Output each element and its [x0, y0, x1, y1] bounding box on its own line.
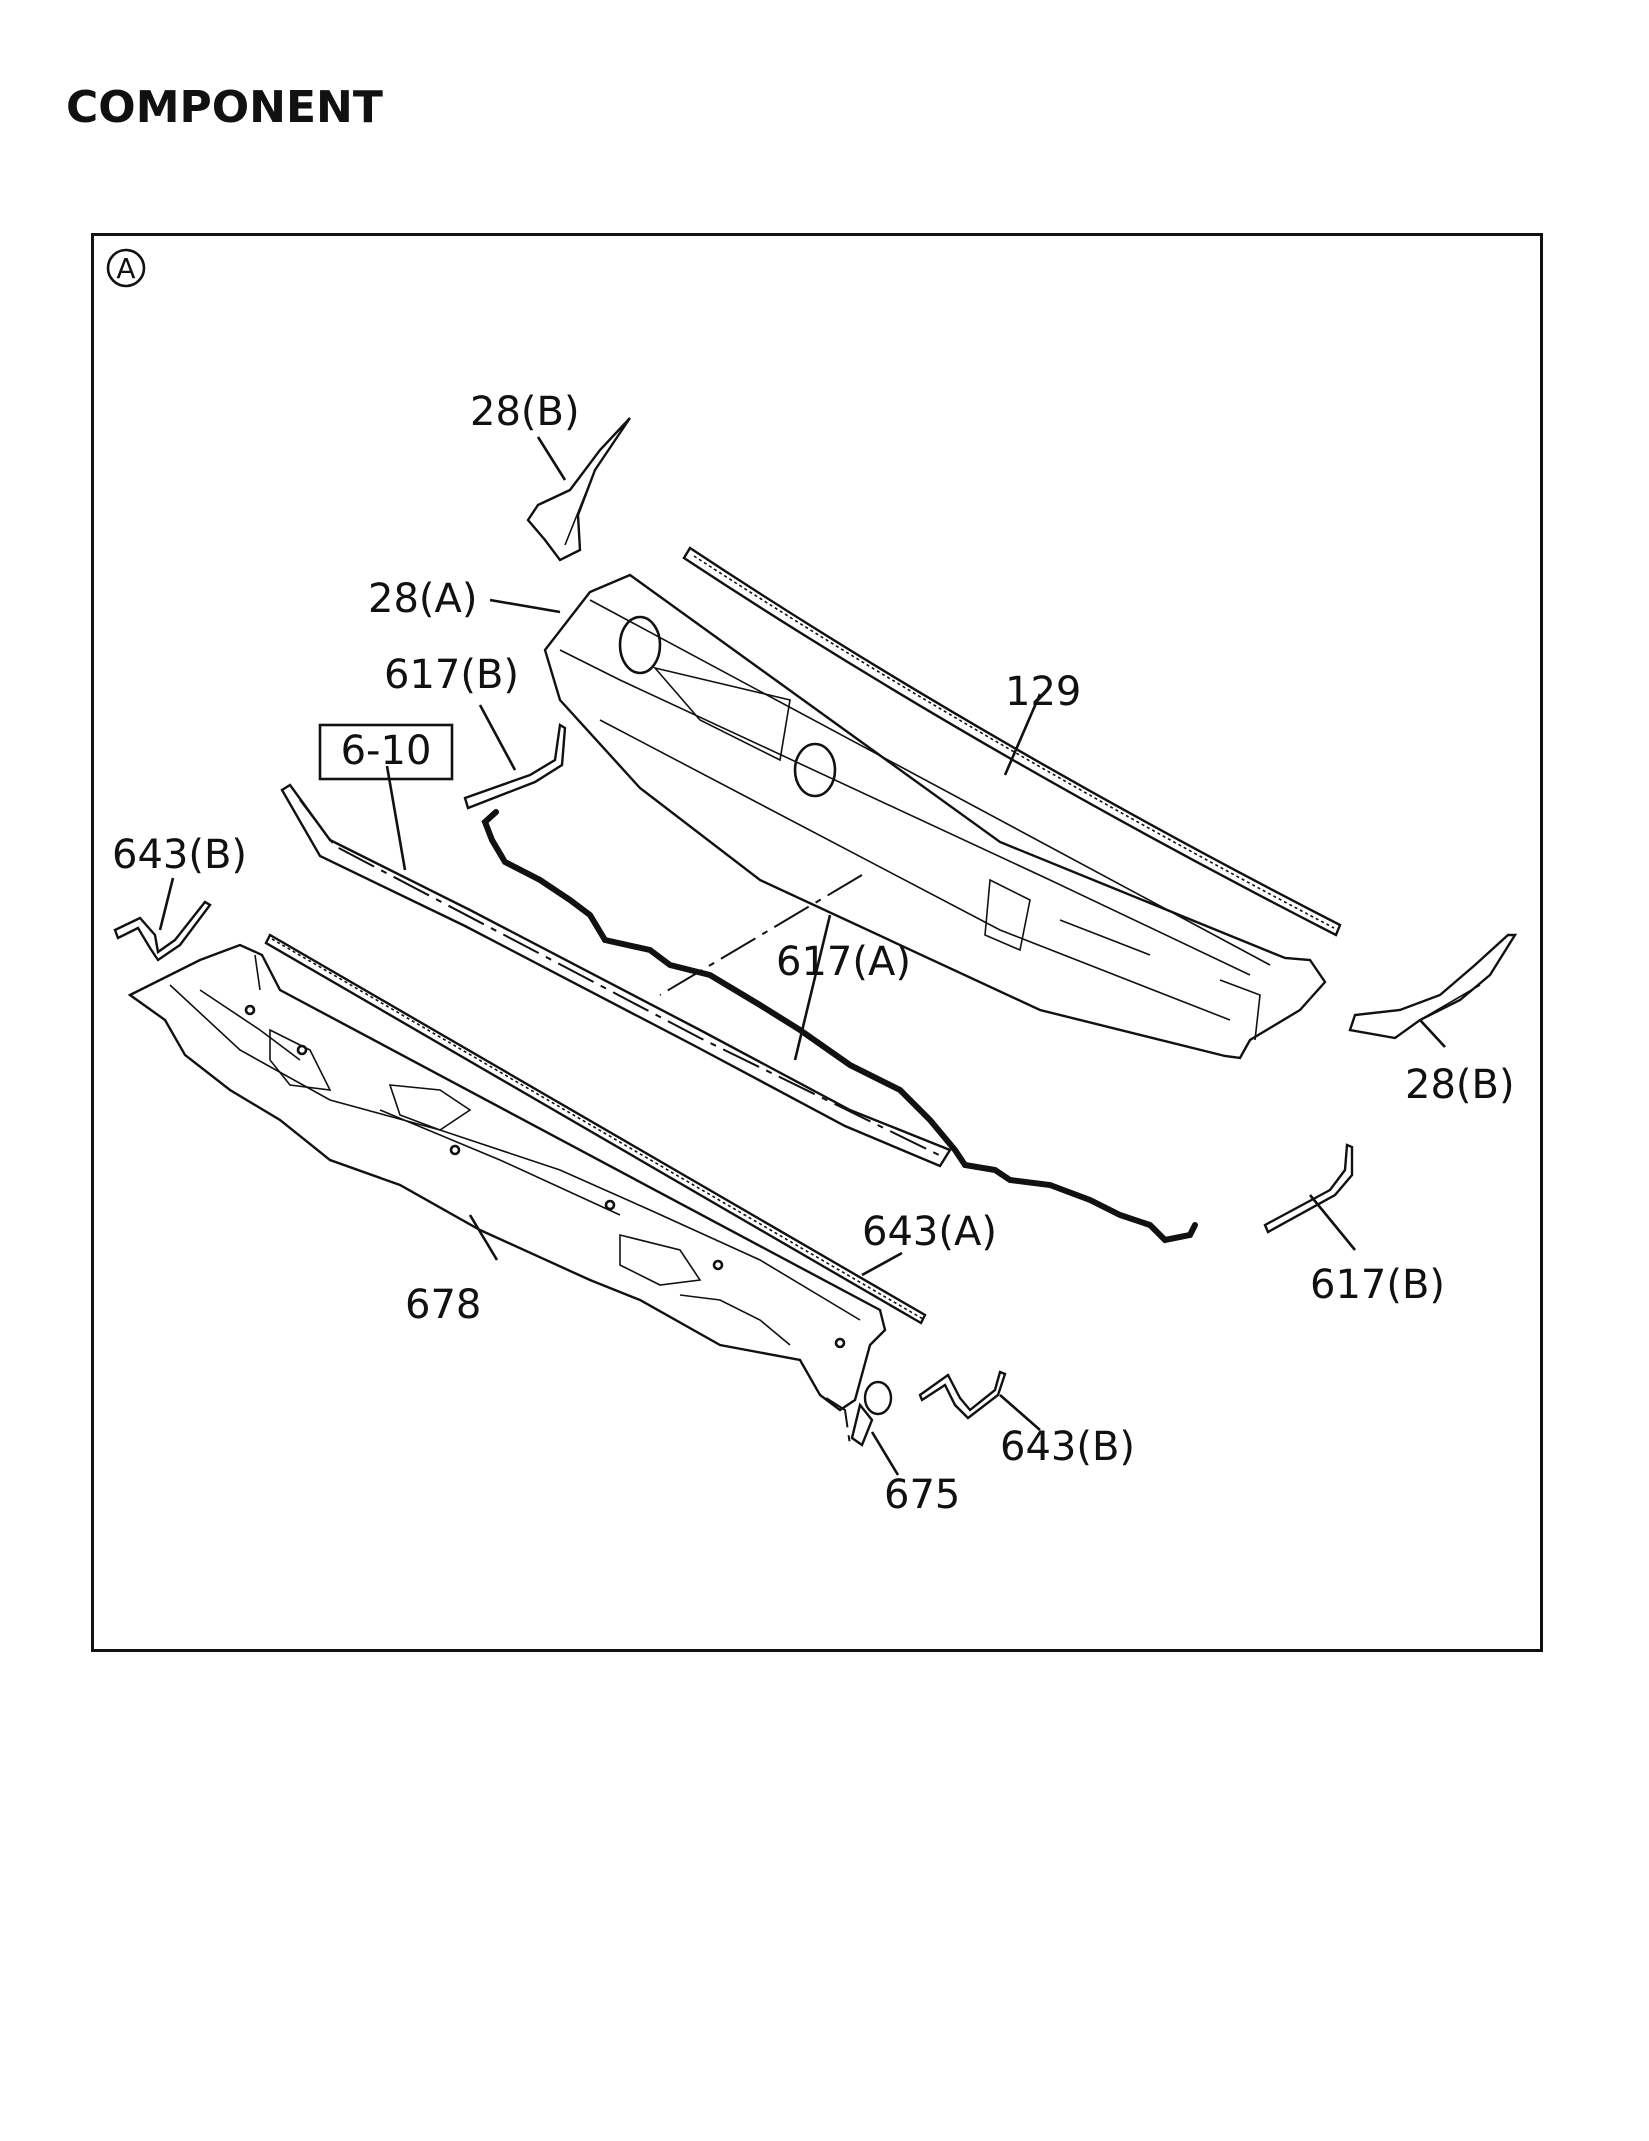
part-643b-left-clip — [113, 900, 212, 962]
label-643a: 643(A) — [862, 1209, 997, 1255]
label-28b-top: 28(B) — [470, 389, 580, 435]
part-617a-seal — [481, 809, 1198, 1244]
view-marker-letter: A — [116, 252, 135, 285]
diagram-frame — [91, 233, 1543, 1652]
label-129: 129 — [1005, 669, 1081, 715]
part-617b-left — [463, 723, 567, 810]
ref-box-6-10: 6-10 — [318, 723, 454, 781]
label-6-10: 6-10 — [341, 728, 432, 774]
part-678-lower-panel — [127, 943, 887, 1412]
label-643b-right: 643(B) — [1000, 1424, 1135, 1470]
part-28b-right-bracket — [1348, 933, 1518, 1040]
label-28a: 28(A) — [368, 576, 477, 622]
view-marker: A — [106, 248, 146, 288]
part-129-weatherstrip — [682, 546, 1342, 937]
part-617b-right — [1263, 1143, 1354, 1234]
part-675-clip — [825, 1380, 893, 1447]
label-675: 675 — [884, 1472, 960, 1518]
part-643b-right-clip — [918, 1370, 1007, 1420]
part-643a-strip — [264, 933, 927, 1325]
label-617b-left: 617(B) — [384, 652, 519, 698]
label-643b-left: 643(B) — [112, 832, 247, 878]
leader-lines — [158, 436, 1446, 1476]
label-678: 678 — [405, 1282, 481, 1328]
page-title: COMPONENT — [66, 82, 383, 133]
label-28b-right: 28(B) — [1405, 1062, 1515, 1108]
label-617a: 617(A) — [776, 939, 911, 985]
part-28a-cowl-panel — [543, 573, 1327, 1060]
part-6-10-strip — [280, 783, 952, 1168]
part-28b-left-bracket — [526, 417, 631, 562]
label-617b-right: 617(B) — [1310, 1262, 1445, 1308]
